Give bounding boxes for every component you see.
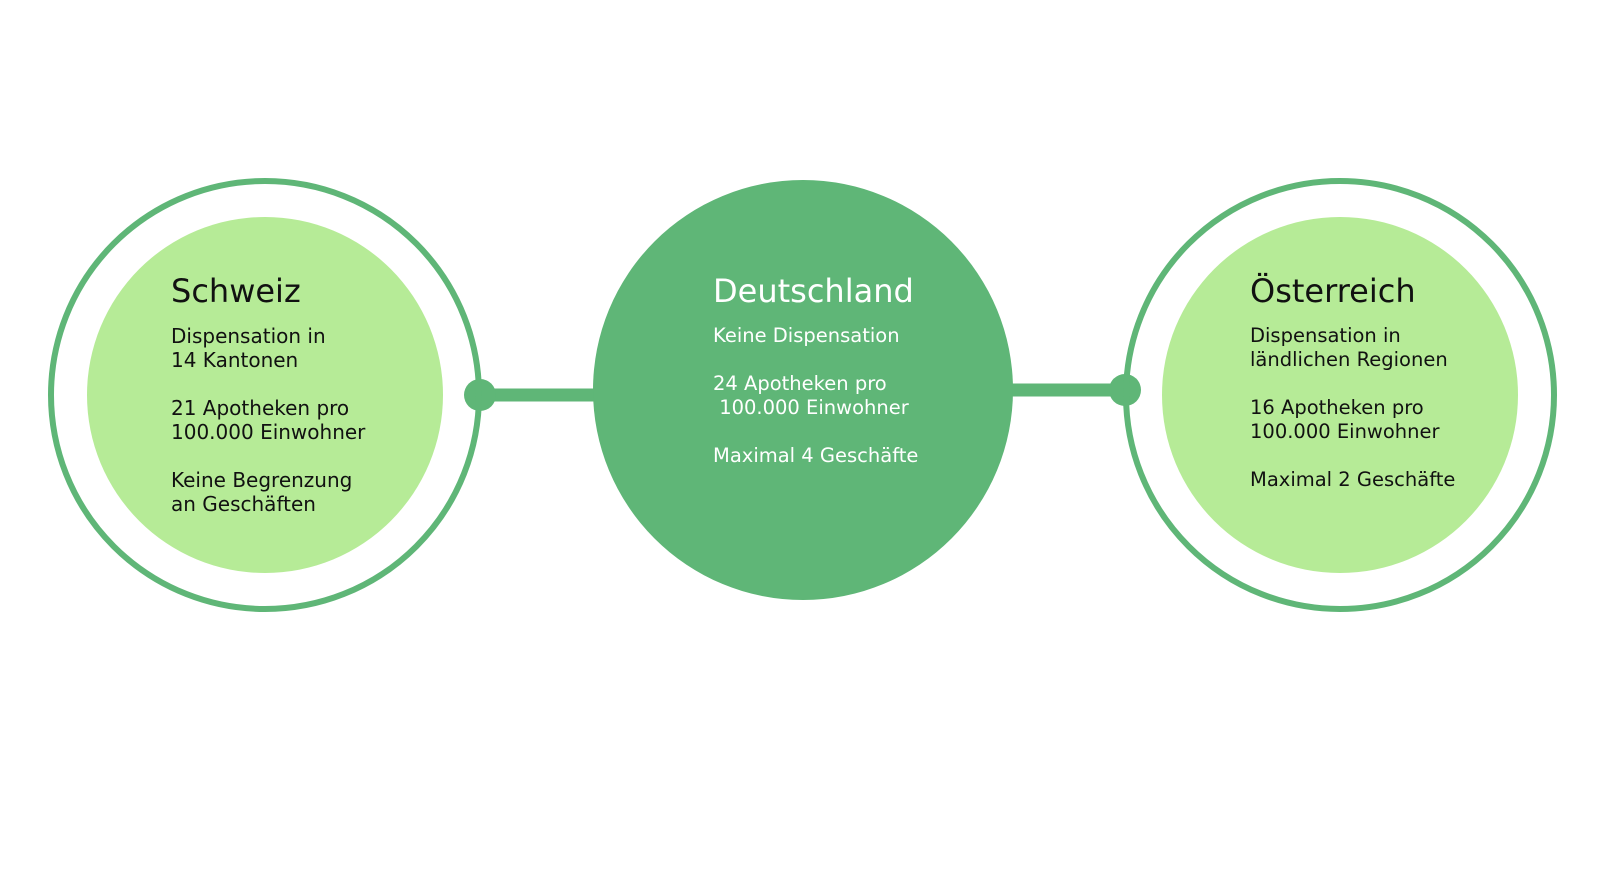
oesterreich-dispensation-line-2: ländlichen Regionen [1250, 348, 1448, 371]
schweiz-node-text: Schweiz Dispensation in 14 Kantonen 21 A… [171, 272, 365, 516]
schweiz-dispensation-line-1: Dispensation in [171, 324, 326, 348]
oesterreich-title: Österreich [1250, 272, 1416, 310]
schweiz-pharmacies-line-2: 100.000 Einwohner [171, 420, 366, 444]
schweiz-dispensation-line-2: 14 Kantonen [171, 348, 299, 372]
schweiz-pharmacies-line-1: 21 Apotheken pro [171, 396, 350, 420]
deutschland-node-text: Deutschland Keine Dispensation 24 Apothe… [713, 272, 918, 468]
schweiz-outer-ring [48, 178, 482, 612]
deutschland-pharmacies-line-2: 100.000 Einwohner [713, 396, 909, 419]
deutschland-limit-line: Maximal 4 Geschäfte [713, 444, 919, 467]
schweiz-inner-circle [87, 217, 443, 573]
deutschland-dispensation-line: Keine Dispensation [713, 324, 900, 347]
oesterreich-outer-ring [1123, 178, 1557, 612]
deutschland-circle [593, 180, 1013, 600]
oesterreich-inner-circle [1162, 217, 1518, 573]
oesterreich-pharmacies-line-1: 16 Apotheken pro [1250, 396, 1424, 419]
oesterreich-limit-line: Maximal 2 Geschäfte [1250, 468, 1456, 491]
oesterreich-node-text: Österreich Dispensation in ländlichen Re… [1250, 272, 1455, 492]
schweiz-limit-line-2: an Geschäften [171, 492, 316, 516]
schweiz-limit-line-1: Keine Begrenzung [171, 468, 353, 492]
deutschland-title: Deutschland [713, 272, 914, 310]
schweiz-title: Schweiz [171, 272, 301, 310]
oesterreich-dispensation-line-1: Dispensation in [1250, 324, 1401, 347]
oesterreich-pharmacies-line-2: 100.000 Einwohner [1250, 420, 1440, 443]
deutschland-pharmacies-line-1: 24 Apotheken pro [713, 372, 887, 395]
